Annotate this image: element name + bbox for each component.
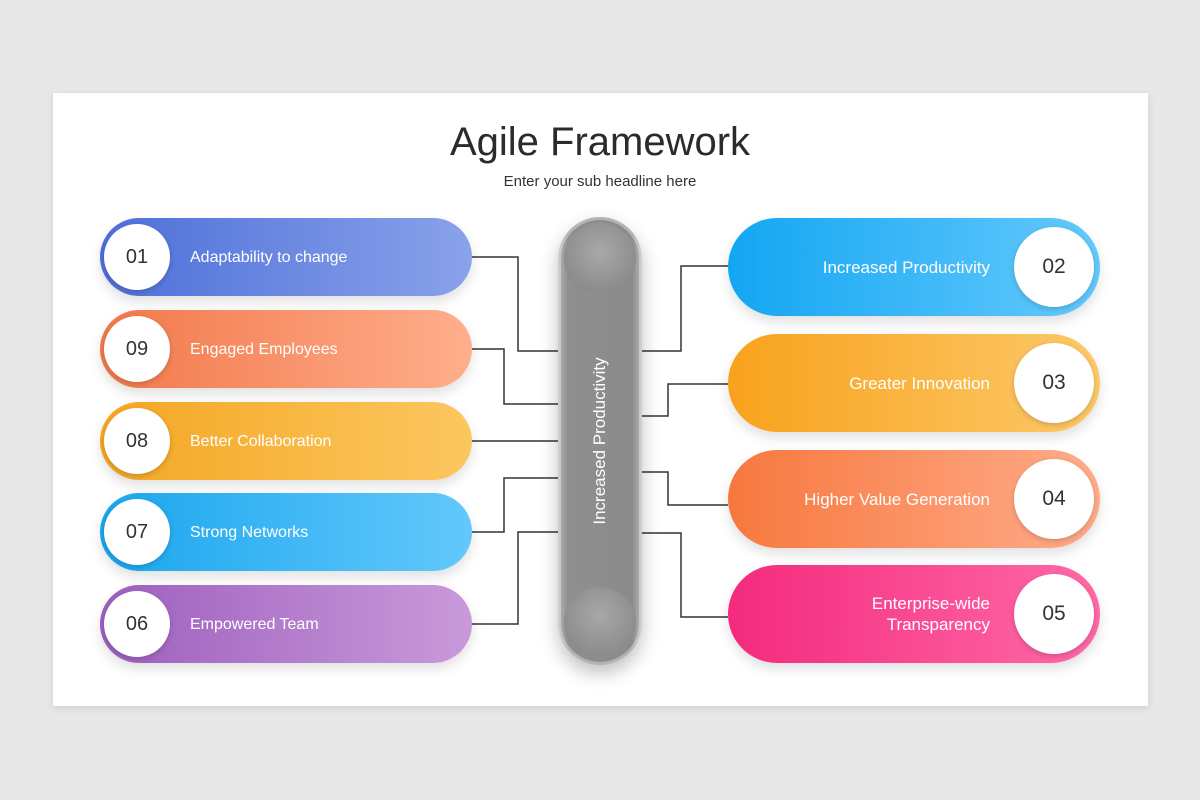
connector-04 <box>642 471 728 506</box>
page-title: Agile Framework <box>449 120 751 164</box>
item-03-pill: Greater Innovation 03 <box>728 334 1100 432</box>
center-bar-bottom-cap <box>564 587 636 659</box>
page-subtitle: Enter your sub headline here <box>503 173 697 190</box>
item-05-label: Enterprise-wide Transparency <box>871 594 990 634</box>
center-bar-top-cap <box>564 223 636 295</box>
center-bar <box>558 217 642 665</box>
connector-06 <box>472 531 558 625</box>
item-03-label: Greater Innovation <box>849 373 990 393</box>
item-08-number: 08 <box>104 408 170 474</box>
item-06-label: Empowered Team <box>190 615 319 633</box>
item-02-label: Increased Productivity <box>822 257 990 277</box>
item-04-label: Higher Value Generation <box>804 489 990 509</box>
connector-05 <box>642 532 728 618</box>
item-09-number: 09 <box>104 316 170 382</box>
center-label: Increased Productivity <box>590 357 609 525</box>
item-01-number: 01 <box>104 224 170 290</box>
connector-03 <box>642 383 728 417</box>
item-09-pill: 09 Engaged Employees <box>100 310 472 388</box>
item-07-pill: 07 Strong Networks <box>100 493 472 571</box>
item-04-pill: Higher Value Generation 04 <box>728 450 1100 548</box>
item-03-number: 03 <box>1014 343 1094 423</box>
item-06-number: 06 <box>104 591 170 657</box>
item-07-number: 07 <box>104 499 170 565</box>
item-07-label: Strong Networks <box>190 523 309 541</box>
item-02-number: 02 <box>1014 227 1094 307</box>
item-08-label: Better Collaboration <box>190 432 332 450</box>
item-06-pill: 06 Empowered Team <box>100 585 472 663</box>
item-05-number: 05 <box>1014 574 1094 654</box>
connector-02 <box>642 265 728 352</box>
item-05-pill: Enterprise-wide Transparency 05 <box>728 565 1100 663</box>
connector-09 <box>472 348 558 405</box>
item-01-label: Adaptability to change <box>190 248 348 266</box>
connector-07 <box>472 477 558 533</box>
connector-01 <box>472 256 558 352</box>
item-02-pill: Increased Productivity 02 <box>728 218 1100 316</box>
item-04-number: 04 <box>1014 459 1094 539</box>
item-09-label: Engaged Employees <box>190 340 338 358</box>
item-08-pill: 08 Better Collaboration <box>100 402 472 480</box>
item-01-pill: 01 Adaptability to change <box>100 218 472 296</box>
